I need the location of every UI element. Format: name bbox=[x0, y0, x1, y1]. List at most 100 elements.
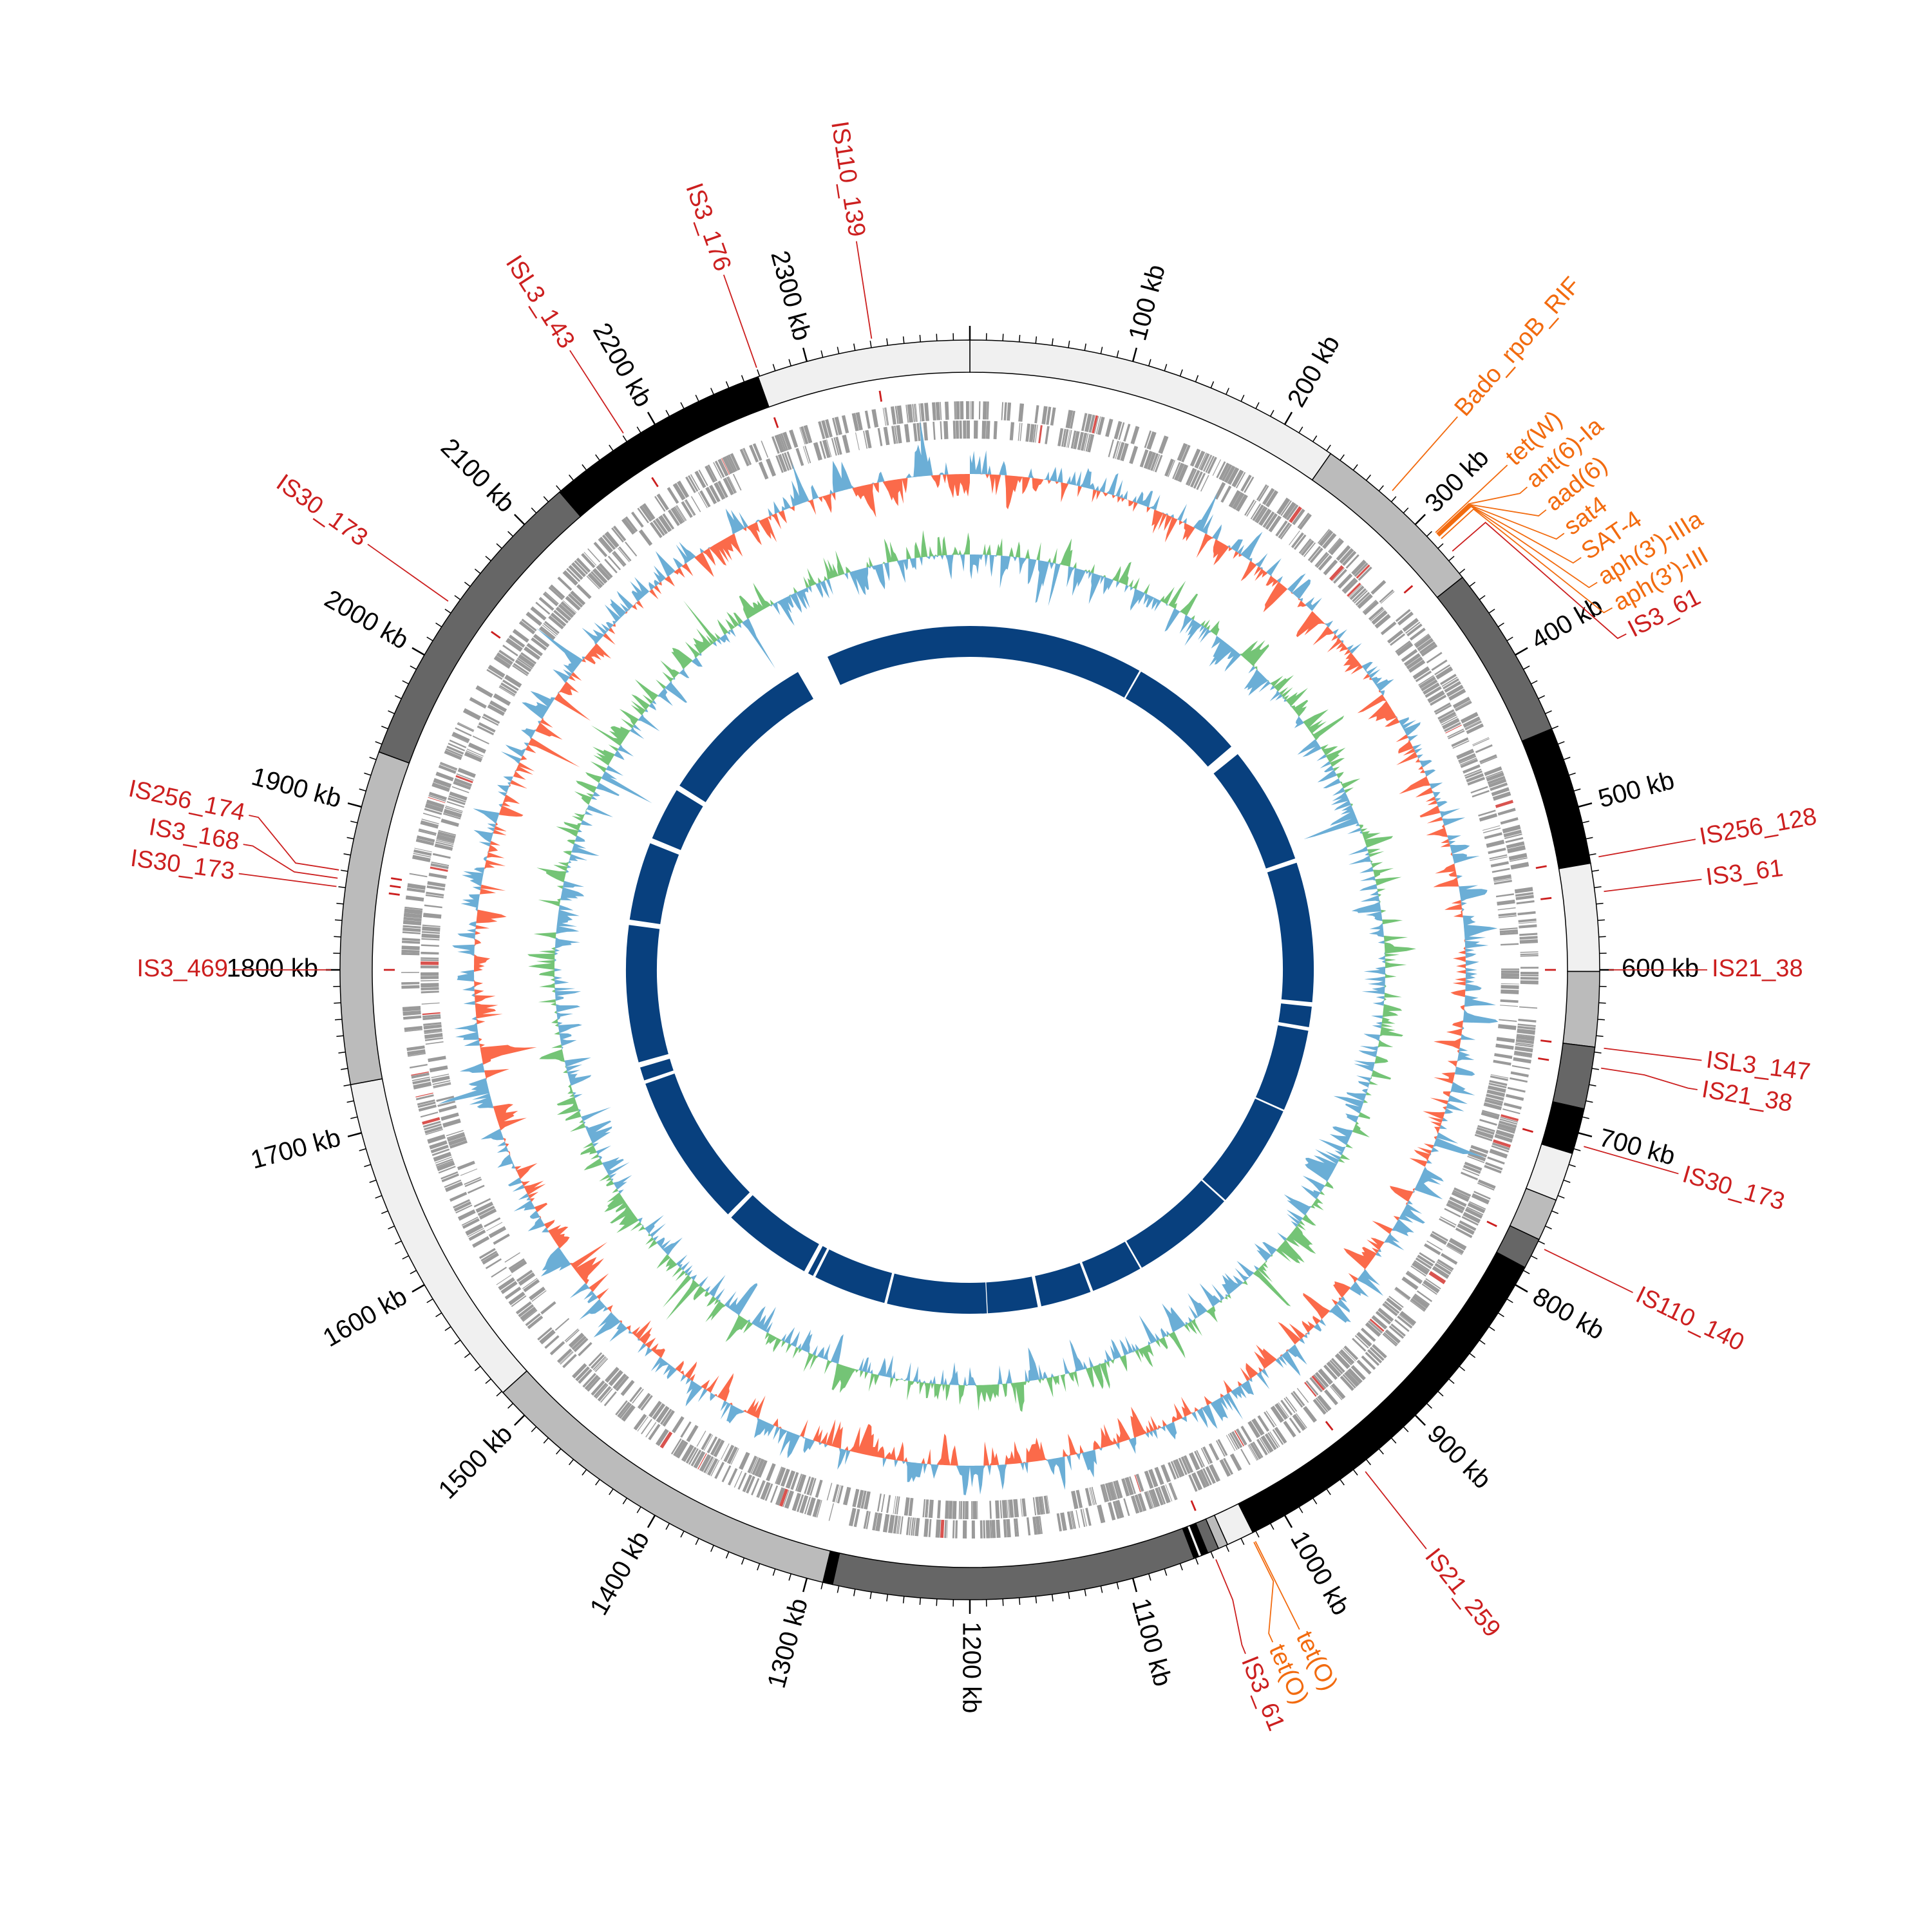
minor-tick bbox=[820, 350, 824, 358]
inner-block bbox=[808, 1245, 828, 1276]
major-tick bbox=[412, 647, 425, 656]
cds-feature bbox=[1356, 1359, 1372, 1375]
cds-feature bbox=[421, 1002, 440, 1005]
cds-feature bbox=[758, 1481, 766, 1499]
cds-feature bbox=[1258, 508, 1272, 526]
cds-feature bbox=[1405, 1271, 1423, 1285]
cds-feature bbox=[1440, 714, 1457, 724]
cds-feature bbox=[985, 1520, 990, 1539]
cds-feature bbox=[928, 1499, 934, 1519]
cds-feature bbox=[1105, 419, 1113, 437]
minor-tick bbox=[346, 837, 354, 840]
minor-tick bbox=[1298, 426, 1303, 433]
cds-feature bbox=[1235, 494, 1248, 512]
cds-feature bbox=[1484, 1164, 1502, 1174]
cds-feature bbox=[1084, 1488, 1092, 1506]
cds-feature bbox=[913, 1517, 916, 1536]
cds-feature bbox=[649, 1401, 662, 1418]
cds-feature bbox=[690, 1449, 702, 1467]
cds-feature bbox=[1115, 1499, 1124, 1519]
cds-feature bbox=[416, 835, 435, 843]
cds-feature bbox=[1361, 1327, 1376, 1342]
cds-feature bbox=[1147, 451, 1157, 470]
cds-feature bbox=[1123, 423, 1131, 442]
cds-feature bbox=[909, 1517, 912, 1536]
cds-feature bbox=[521, 618, 537, 632]
cds-feature bbox=[804, 1476, 811, 1494]
minor-tick bbox=[1255, 1531, 1260, 1538]
cds-feature bbox=[1517, 911, 1536, 916]
cds-feature bbox=[1388, 1325, 1405, 1339]
cds-feature bbox=[693, 1451, 706, 1469]
cds-feature bbox=[457, 768, 476, 778]
cds-feature bbox=[1446, 685, 1464, 697]
cds-feature bbox=[638, 529, 653, 546]
cds-feature bbox=[1316, 553, 1330, 569]
cds-feature bbox=[749, 444, 759, 463]
cds-feature bbox=[1229, 1453, 1242, 1472]
cds-feature bbox=[1475, 744, 1493, 753]
cds-feature bbox=[1032, 1497, 1037, 1515]
minor-tick bbox=[1195, 1557, 1199, 1565]
cds-feature bbox=[828, 1503, 834, 1521]
cds-feature bbox=[449, 791, 468, 801]
cds-feature bbox=[1205, 1466, 1216, 1484]
cds-feature bbox=[1441, 716, 1458, 726]
cds-feature bbox=[999, 1500, 1003, 1519]
cds-feature bbox=[914, 403, 918, 422]
cds-feature bbox=[1459, 757, 1477, 766]
cds-feature bbox=[1439, 711, 1456, 723]
minor-tick bbox=[543, 496, 549, 502]
cds-feature bbox=[421, 972, 439, 976]
cds-feature bbox=[1444, 681, 1462, 693]
cds-feature bbox=[1071, 1490, 1079, 1510]
cds-feature bbox=[587, 548, 601, 563]
cds-feature bbox=[1412, 1261, 1430, 1275]
cds-feature bbox=[1461, 1171, 1479, 1180]
cds-feature bbox=[1147, 1490, 1154, 1508]
cds-feature bbox=[1349, 585, 1365, 600]
cds-feature bbox=[880, 1494, 886, 1513]
cds-feature bbox=[1313, 1374, 1327, 1390]
cds-feature bbox=[1345, 554, 1359, 569]
cds-feature bbox=[971, 401, 974, 420]
cds-feature bbox=[726, 477, 736, 494]
major-tick bbox=[1132, 347, 1138, 362]
cds-feature bbox=[424, 1032, 443, 1039]
minor-tick bbox=[341, 1068, 348, 1070]
cds-feature bbox=[1280, 524, 1293, 540]
cds-feature bbox=[1356, 564, 1370, 579]
cds-feature bbox=[615, 1400, 628, 1416]
cds-feature bbox=[413, 849, 432, 857]
cds-feature bbox=[652, 1403, 666, 1420]
minor-tick bbox=[1210, 1551, 1215, 1559]
cds-feature bbox=[402, 1010, 421, 1016]
cds-feature bbox=[1410, 1298, 1426, 1311]
cds-feature bbox=[573, 1338, 589, 1352]
cds-feature bbox=[1181, 444, 1191, 462]
cds-feature bbox=[1485, 770, 1503, 779]
cds-feature bbox=[1180, 1456, 1191, 1474]
cds-feature bbox=[872, 1512, 878, 1531]
tick-label: 700 kb bbox=[1596, 1123, 1678, 1171]
cds-feature bbox=[428, 795, 446, 802]
cds-feature bbox=[482, 1252, 499, 1265]
cds-feature bbox=[1009, 1499, 1014, 1518]
cds-feature bbox=[1434, 664, 1451, 676]
cds-feature bbox=[1517, 1034, 1535, 1037]
is-mark bbox=[1486, 1220, 1497, 1227]
contig-band bbox=[558, 375, 770, 517]
cds-feature bbox=[699, 490, 711, 507]
cds-feature bbox=[555, 606, 572, 621]
cds-feature bbox=[431, 861, 450, 866]
cds-feature bbox=[1244, 499, 1255, 516]
cds-feature bbox=[1323, 559, 1338, 576]
cds-feature bbox=[912, 404, 915, 422]
cds-feature bbox=[1437, 709, 1455, 720]
cds-feature bbox=[886, 1495, 891, 1513]
cds-feature bbox=[433, 1083, 451, 1088]
cds-feature bbox=[1285, 1396, 1298, 1412]
minor-tick bbox=[1459, 569, 1466, 574]
cds-feature bbox=[1394, 1287, 1411, 1300]
inner-block bbox=[1035, 1263, 1091, 1307]
